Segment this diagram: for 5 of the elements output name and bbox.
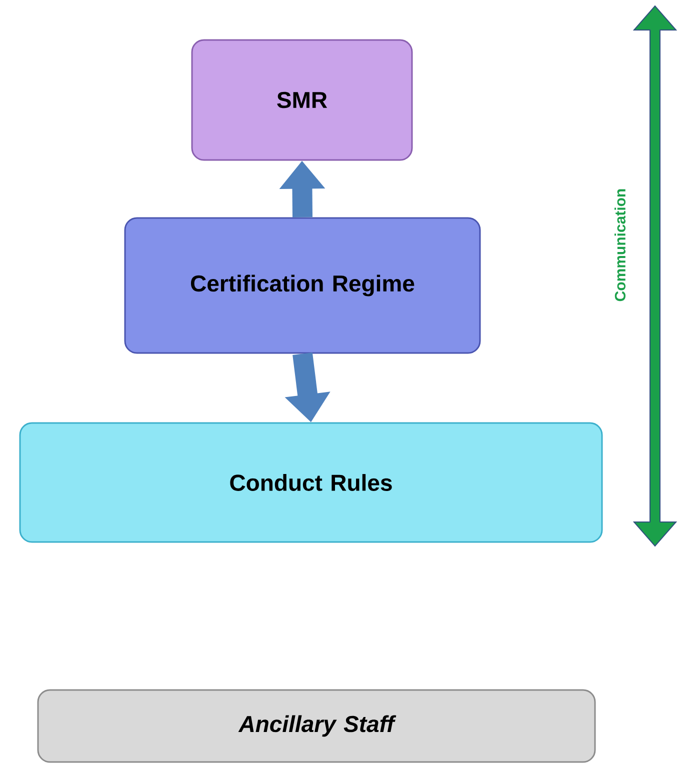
process-box: Ancillary Staff: [37, 689, 596, 763]
process-box: SMR: [191, 39, 413, 161]
arrow-label: Communication: [614, 189, 626, 302]
process-box: Conduct Rules: [19, 422, 603, 543]
process-box: Certification Regime: [124, 217, 481, 354]
